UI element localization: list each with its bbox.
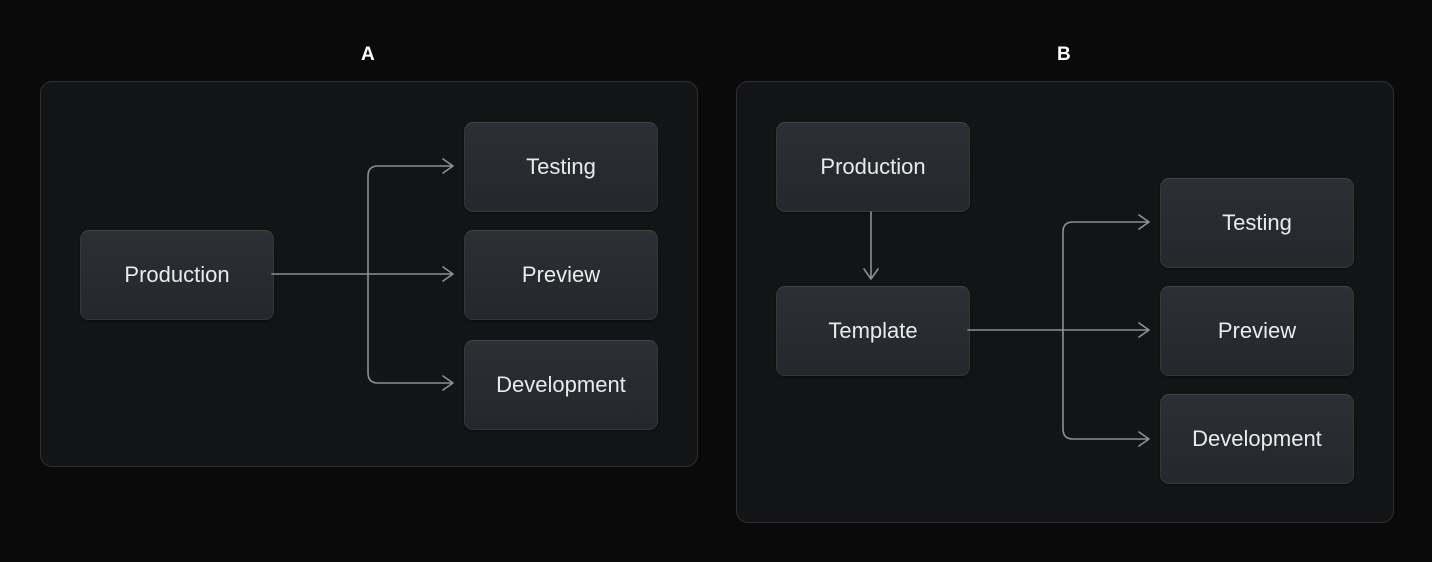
node-a-preview-label: Preview bbox=[521, 262, 601, 287]
node-a-production-label: Production bbox=[124, 262, 230, 287]
node-b-development[interactable]: Development bbox=[1160, 394, 1354, 484]
node-a-development-label: Development bbox=[496, 372, 626, 397]
node-b-development-label: Development bbox=[1192, 426, 1322, 451]
node-b-production-label: Production bbox=[820, 154, 926, 179]
node-b-testing-label: Testing bbox=[1222, 210, 1292, 235]
node-b-preview[interactable]: Preview bbox=[1160, 286, 1354, 376]
node-a-preview[interactable]: Preview bbox=[464, 230, 658, 320]
node-a-testing[interactable]: Testing bbox=[464, 122, 658, 212]
panel-b-title: B bbox=[1057, 44, 1071, 65]
node-b-template-label: Template bbox=[828, 318, 918, 343]
node-a-production[interactable]: Production bbox=[80, 230, 274, 320]
node-a-testing-label: Testing bbox=[526, 154, 596, 179]
node-b-preview-label: Preview bbox=[1217, 318, 1297, 343]
panel-a-title: A bbox=[361, 44, 375, 65]
node-b-template[interactable]: Template bbox=[776, 286, 970, 376]
node-b-production[interactable]: Production bbox=[776, 122, 970, 212]
node-a-development[interactable]: Development bbox=[464, 340, 658, 430]
node-b-testing[interactable]: Testing bbox=[1160, 178, 1354, 268]
